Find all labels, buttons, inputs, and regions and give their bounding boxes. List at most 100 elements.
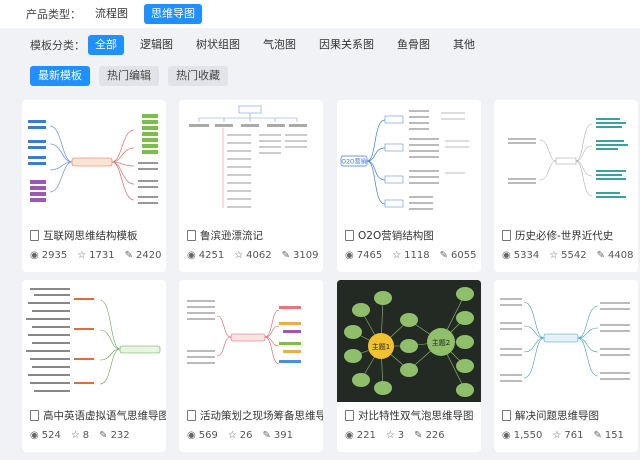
template-stats: ◉4251 ☆4062 ✎3109 — [187, 250, 323, 261]
stars-count: ☆1731 — [77, 250, 115, 261]
edits-count: ✎2420 — [124, 250, 162, 261]
edit-icon: ✎ — [596, 250, 605, 261]
eye-icon: ◉ — [345, 250, 354, 261]
category-other[interactable]: 其他 — [453, 38, 475, 51]
template-thumbnail[interactable] — [494, 280, 638, 402]
document-icon — [502, 410, 511, 421]
template-category-filter: 模板分类： 全部 逻辑图 树状组图 气泡图 因果关系图 鱼骨图 其他 — [0, 33, 491, 57]
template-card[interactable]: O2O营销 O2O营销结构图 ◉7465 ☆1118 ✎6055 — [337, 100, 481, 272]
stars-count: ☆5542 — [549, 250, 587, 261]
tab-newest[interactable]: 最新模板 — [30, 66, 90, 86]
views-count: ◉221 — [345, 430, 376, 441]
document-icon — [30, 230, 39, 241]
star-icon: ☆ — [227, 430, 237, 441]
thumb-topic1-label: 主题1 — [372, 342, 390, 351]
edits-count: ✎232 — [99, 430, 130, 441]
document-icon — [30, 410, 39, 421]
template-title[interactable]: 解决问题思维导图 — [502, 408, 599, 423]
category-cause-effect[interactable]: 因果关系图 — [319, 38, 374, 51]
stars-count: ☆1118 — [392, 250, 430, 261]
top-bar — [0, 0, 640, 28]
template-thumbnail[interactable] — [22, 280, 166, 402]
template-thumbnail[interactable] — [22, 100, 166, 222]
eye-icon: ◉ — [502, 430, 511, 441]
template-title[interactable]: 鲁滨逊漂流记 — [187, 228, 263, 243]
views-count: ◉7465 — [345, 250, 383, 261]
eye-icon: ◉ — [187, 430, 196, 441]
views-count: ◉4251 — [187, 250, 225, 261]
stars-count: ☆26 — [227, 430, 253, 441]
eye-icon: ◉ — [187, 250, 196, 261]
stars-count: ☆761 — [552, 430, 584, 441]
template-card[interactable]: 高中英语虚拟语气思维导图 ◉524 ☆8 ✎232 — [22, 280, 166, 452]
template-title[interactable]: O2O营销结构图 — [345, 228, 434, 243]
template-card[interactable]: 活动策划之现场筹备思维导图 ◉569 ☆26 ✎391 — [179, 280, 323, 452]
template-card[interactable]: 鲁滨逊漂流记 ◉4251 ☆4062 ✎3109 — [179, 100, 323, 272]
category-bubble[interactable]: 气泡图 — [263, 38, 296, 51]
product-type-label: 产品类型： — [26, 8, 81, 21]
category-all[interactable]: 全部 — [88, 35, 124, 55]
star-icon: ☆ — [549, 250, 559, 261]
eye-icon: ◉ — [30, 250, 39, 261]
thumb-topic2-label: 主题2 — [432, 338, 450, 347]
stars-count: ☆8 — [70, 430, 90, 441]
category-tree[interactable]: 树状组图 — [196, 38, 240, 51]
tab-hot-edit[interactable]: 热门编辑 — [99, 66, 159, 86]
star-icon: ☆ — [70, 430, 80, 441]
edits-count: ✎4408 — [596, 250, 634, 261]
template-card[interactable]: 互联网思维结构模板 ◉2935 ☆1731 ✎2420 — [22, 100, 166, 272]
template-title[interactable]: 高中英语虚拟语气思维导图 — [30, 408, 166, 423]
template-card[interactable]: 历史必修-世界近代史 ◉5334 ☆5542 ✎4408 — [494, 100, 638, 272]
template-thumbnail[interactable] — [494, 100, 638, 222]
template-title[interactable]: 历史必修-世界近代史 — [502, 228, 613, 243]
document-icon — [345, 410, 354, 421]
star-icon: ☆ — [77, 250, 87, 261]
template-stats: ◉221 ☆3 ✎226 — [345, 430, 455, 441]
category-fishbone[interactable]: 鱼骨图 — [397, 38, 430, 51]
views-count: ◉524 — [30, 430, 61, 441]
stars-count: ☆4062 — [234, 250, 272, 261]
edit-icon: ✎ — [593, 430, 602, 441]
template-stats: ◉524 ☆8 ✎232 — [30, 430, 140, 441]
thumb-center-label: O2O营销 — [341, 158, 366, 166]
template-category-label: 模板分类： — [30, 39, 85, 52]
edits-count: ✎226 — [414, 430, 445, 441]
template-thumbnail[interactable]: 主题1 主题2 — [337, 280, 481, 402]
template-stats: ◉2935 ☆1731 ✎2420 — [30, 250, 166, 261]
template-card[interactable]: 主题1 主题2 对比特性双气泡思维导图 ◉221 ☆3 ✎226 — [337, 280, 481, 452]
eye-icon: ◉ — [30, 430, 39, 441]
eye-icon: ◉ — [502, 250, 511, 261]
template-stats: ◉1,550 ☆761 ✎151 — [502, 430, 634, 441]
template-title[interactable]: 对比特性双气泡思维导图 — [345, 408, 474, 423]
product-type-flowchart[interactable]: 流程图 — [95, 7, 128, 20]
edit-icon: ✎ — [262, 430, 271, 441]
views-count: ◉5334 — [502, 250, 540, 261]
eye-icon: ◉ — [345, 430, 354, 441]
template-stats: ◉569 ☆26 ✎391 — [187, 430, 303, 441]
template-stats: ◉7465 ☆1118 ✎6055 — [345, 250, 481, 261]
star-icon: ☆ — [552, 430, 562, 441]
star-icon: ☆ — [385, 430, 395, 441]
tab-hot-favorite[interactable]: 热门收藏 — [168, 66, 228, 86]
edit-icon: ✎ — [124, 250, 133, 261]
template-thumbnail[interactable] — [179, 280, 323, 402]
template-thumbnail[interactable] — [179, 100, 323, 222]
stars-count: ☆3 — [385, 430, 405, 441]
edits-count: ✎151 — [593, 430, 624, 441]
template-card[interactable]: 解决问题思维导图 ◉1,550 ☆761 ✎151 — [494, 280, 638, 452]
edit-icon: ✎ — [414, 430, 423, 441]
document-icon — [187, 230, 196, 241]
template-title[interactable]: 互联网思维结构模板 — [30, 228, 138, 243]
sort-tabs: 最新模板 热门编辑 热门收藏 — [0, 64, 237, 88]
edit-icon: ✎ — [439, 250, 448, 261]
star-icon: ☆ — [392, 250, 402, 261]
views-count: ◉2935 — [30, 250, 68, 261]
document-icon — [345, 230, 354, 241]
template-title[interactable]: 活动策划之现场筹备思维导图 — [187, 408, 323, 423]
document-icon — [502, 230, 511, 241]
product-type-mindmap[interactable]: 思维导图 — [144, 4, 202, 24]
template-thumbnail[interactable]: O2O营销 — [337, 100, 481, 222]
category-logic[interactable]: 逻辑图 — [140, 38, 173, 51]
edits-count: ✎391 — [262, 430, 294, 441]
document-icon — [187, 410, 196, 421]
